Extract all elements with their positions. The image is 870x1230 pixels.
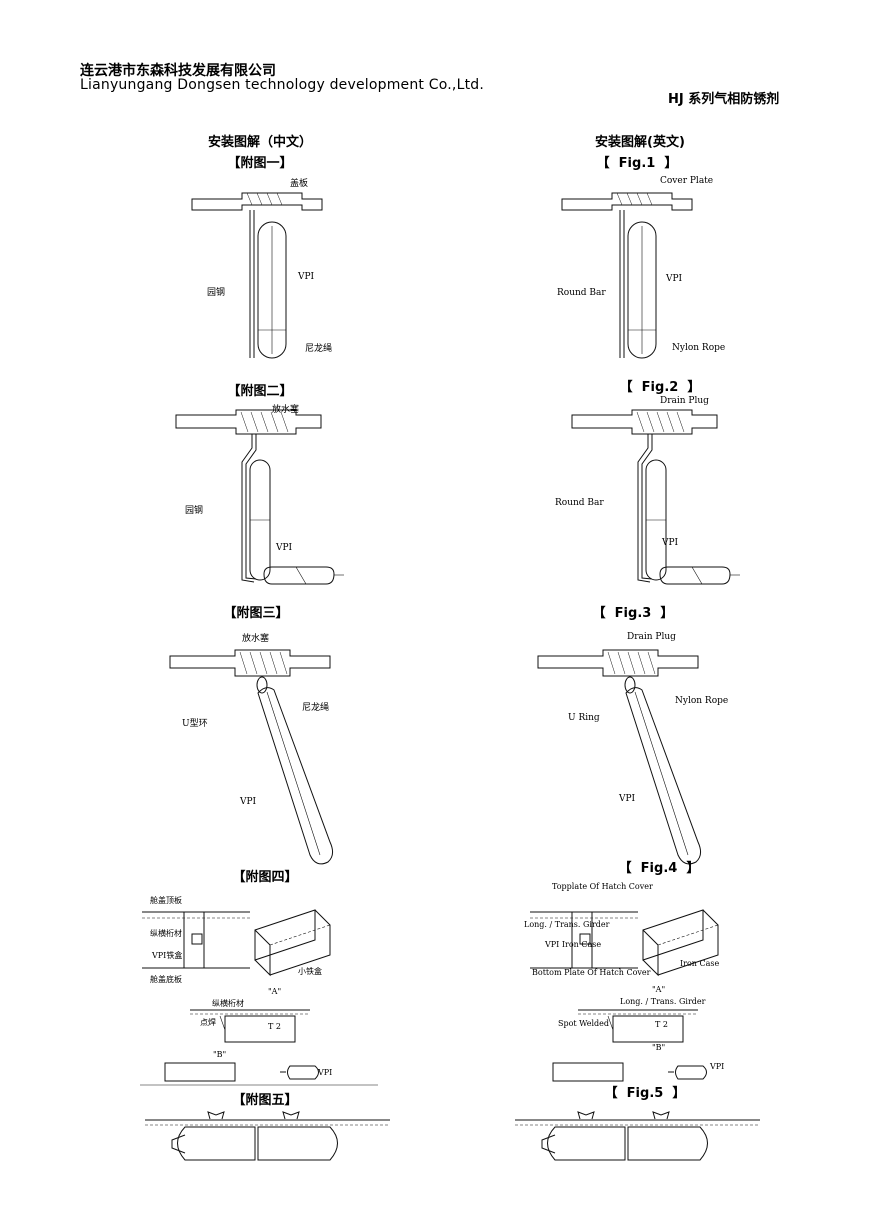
- cn-fig3-vpi: VPI: [240, 797, 257, 807]
- cn-fig4-iron-case: VPI铁盒: [152, 951, 183, 960]
- cn-fig3-drain-plug: 放水塞: [242, 634, 270, 644]
- en-fig2-round-bar: Round Bar: [555, 498, 604, 508]
- cn-fig4-spot-weld: 点焊: [200, 1018, 216, 1027]
- en-fig4-vpi: VPI: [710, 1062, 725, 1071]
- company-name-cn: 连云港市东森科技发展有限公司: [80, 63, 276, 79]
- cn-fig1-vpi: VPI: [298, 272, 315, 282]
- en-fig3-u-ring: U Ring: [568, 713, 600, 723]
- en-fig4-mark-b: "B": [652, 1043, 666, 1052]
- cn-fig3-nylon-rope: 尼龙绳: [302, 703, 330, 713]
- en-fig4-small-box: Iron Case: [680, 959, 720, 968]
- cn-fig1-label: 【附图一】: [227, 156, 293, 171]
- en-fig4-label: 【 Fig.4 】: [618, 861, 700, 876]
- cn-fig4-t2: T 2: [268, 1022, 281, 1031]
- en-fig4-spot-weld: Spot Welded: [558, 1019, 610, 1028]
- cn-fig4-vpi: VPI: [318, 1068, 333, 1077]
- en-column-title: 安装图解(英文): [595, 135, 685, 150]
- en-fig1-label: 【 Fig.1 】: [596, 156, 678, 171]
- cn-fig4-mark-a: "A": [268, 987, 282, 996]
- cn-fig2-vpi: VPI: [276, 543, 293, 553]
- en-fig4-top-plate: Topplate Of Hatch Cover: [552, 882, 653, 891]
- en-fig3-nylon-rope: Nylon Rope: [675, 696, 729, 706]
- en-fig1-cover-plate: Cover Plate: [660, 176, 714, 186]
- en-fig3-drain-plug: Drain Plug: [627, 632, 676, 642]
- en-fig4-girder-a: Long. / Trans. Girder: [620, 997, 706, 1006]
- company-name-en: Lianyungang Dongsen technology developme…: [80, 77, 484, 93]
- cn-fig1-cover-plate: 盖板: [290, 179, 309, 189]
- en-fig5-label: 【 Fig.5 】: [604, 1086, 686, 1101]
- en-fig4-iron-case: VPI Iron Case: [545, 940, 602, 949]
- product-title: HJ 系列气相防锈剂: [668, 92, 780, 107]
- cn-fig1-nylon-rope: 尼龙绳: [305, 344, 333, 354]
- cn-fig4-label: 【附图四】: [232, 870, 298, 885]
- cn-fig4-small-box: 小铁盒: [298, 967, 322, 976]
- cn-fig2-label: 【附图二】: [227, 384, 293, 399]
- cn-fig4-mark-b: "B": [213, 1050, 227, 1059]
- en-fig1-nylon-rope: Nylon Rope: [672, 343, 726, 353]
- cn-fig4-top-plate: 舱盖顶板: [150, 896, 182, 905]
- en-fig2-vpi: VPI: [662, 538, 679, 548]
- en-fig3-label: 【 Fig.3 】: [592, 606, 674, 621]
- cn-fig3-u-ring: U型环: [182, 719, 208, 729]
- en-fig4-mark-a: "A": [652, 985, 666, 994]
- en-fig2-label: 【 Fig.2 】: [619, 380, 701, 395]
- cn-fig2-drain-plug: 放水塞: [272, 405, 300, 415]
- en-fig4-t2: T 2: [655, 1020, 668, 1029]
- cn-fig5-label: 【附图五】: [232, 1093, 298, 1108]
- cn-fig3-label: 【附图三】: [223, 606, 289, 621]
- en-fig1-round-bar: Round Bar: [557, 288, 606, 298]
- cn-fig4-bottom-plate: 舱盖底板: [150, 975, 182, 984]
- cn-fig2-round-bar: 园钢: [185, 506, 204, 516]
- en-fig4-girder: Long. / Trans. Girder: [524, 920, 610, 929]
- en-fig4-bottom-plate: Bottom Plate Of Hatch Cover: [532, 968, 651, 977]
- cn-column-title: 安装图解（中文）: [207, 135, 312, 150]
- cn-fig4-girder-a: 纵横桁材: [212, 999, 244, 1008]
- cn-fig1-round-bar: 园钢: [207, 288, 226, 298]
- en-fig2-drain-plug: Drain Plug: [660, 396, 709, 406]
- cn-fig4-girder: 纵横桁材: [150, 929, 182, 938]
- en-fig1-vpi: VPI: [666, 274, 683, 284]
- en-fig3-vpi: VPI: [619, 794, 636, 804]
